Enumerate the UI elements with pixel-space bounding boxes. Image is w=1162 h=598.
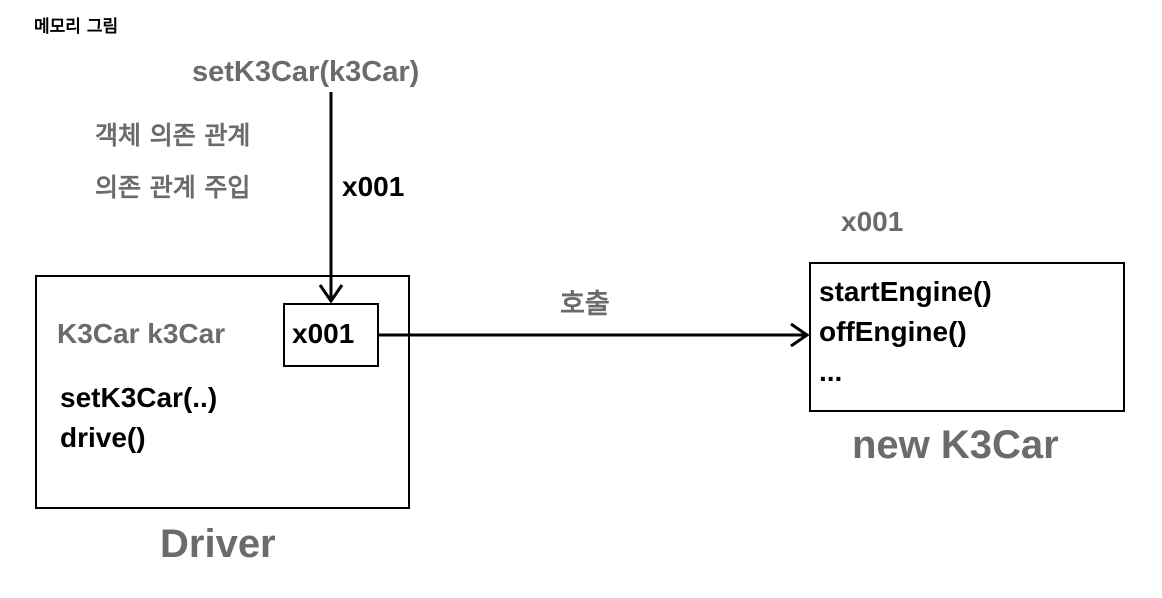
- k3car-method-startengine: startEngine(): [819, 276, 992, 307]
- k3car-address: x001: [841, 206, 904, 237]
- object-dependency-label: 객체 의존 관계: [95, 121, 251, 150]
- driver-field-value-box: [283, 303, 379, 367]
- k3car-method-offengine: offEngine(): [819, 316, 967, 347]
- driver-method-drive: drive(): [60, 422, 146, 453]
- injected-reference: x001: [342, 171, 405, 202]
- k3car-method-ellipsis: ...: [819, 356, 843, 387]
- k3car-instance-box: [809, 262, 1125, 412]
- call-label: 호출: [560, 289, 610, 320]
- driver-class-label: Driver: [160, 522, 276, 566]
- k3car-class-label: new K3Car: [852, 423, 1059, 467]
- dependency-injection-label: 의존 관계 주입: [95, 173, 251, 202]
- driver-field-declaration: K3Car k3Car: [57, 318, 226, 349]
- diagram-title: 메모리 그림: [34, 17, 119, 37]
- call-arrow: [379, 322, 810, 348]
- driver-method-setk3car: setK3Car(..): [60, 382, 218, 413]
- driver-field-value: x001: [292, 318, 355, 349]
- injection-method-call: setK3Car(k3Car): [192, 56, 420, 88]
- injection-arrow: [318, 92, 344, 304]
